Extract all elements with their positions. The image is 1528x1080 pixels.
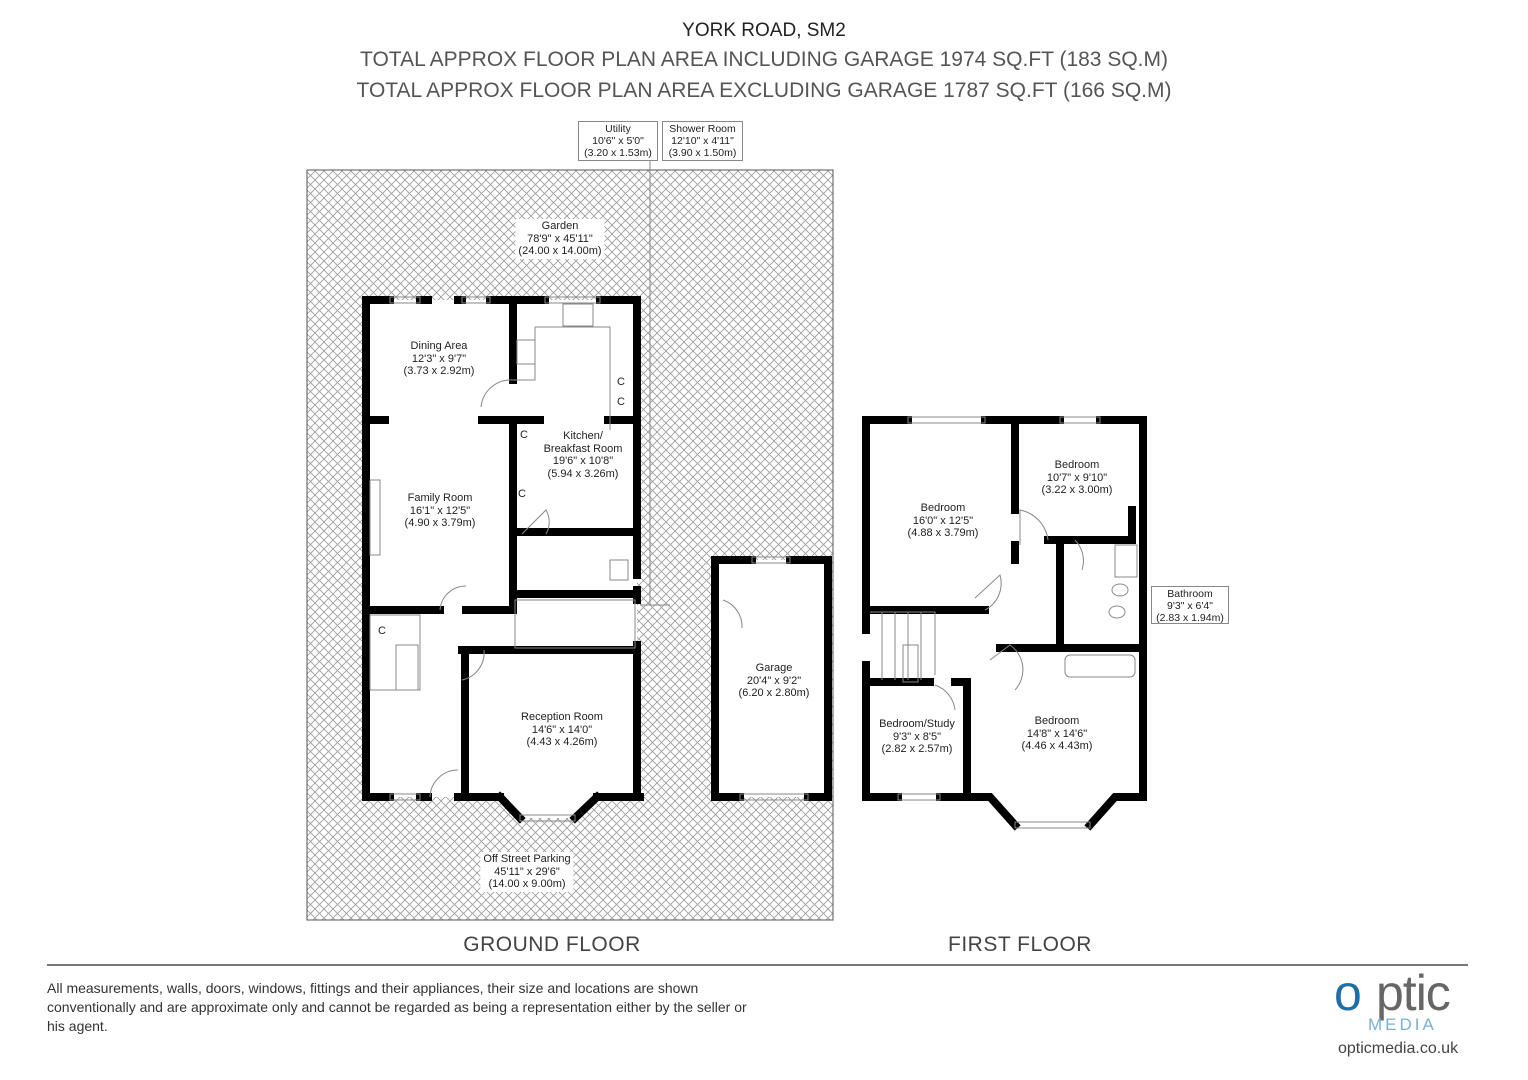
- room-name: Garage: [755, 662, 793, 674]
- room-size-metric: (3.22 x 3.00m): [1041, 484, 1113, 496]
- logo-media: MEDIA: [1368, 1015, 1437, 1034]
- ground-floor-fixtures: [369, 296, 809, 822]
- room-name-2: Breakfast Room: [543, 442, 623, 455]
- room-size-metric: (4.88 x 3.79m): [907, 527, 979, 539]
- room-size-imperial: 9'3" x 8'5": [892, 730, 942, 743]
- garage-interior: [715, 560, 828, 797]
- room-name: Bedroom: [1034, 715, 1080, 727]
- room-size-metric: (4.90 x 3.79m): [404, 517, 476, 529]
- room-name: Bedroom: [920, 502, 966, 514]
- room-size-imperial: 10'6" x 5'0": [592, 135, 644, 147]
- room-size-metric: (14.00 x 9.00m): [488, 878, 566, 890]
- room-label-shower-room: Shower Room 12'10" x 4'11" (3.90 x 1.50m…: [662, 121, 743, 161]
- room-size-imperial: 12'10" x 4'11": [671, 135, 734, 147]
- room-label-bedroom-study: Bedroom/Study 9'3" x 8'5" (2.82 x 2.57m): [879, 718, 955, 756]
- room-name: Shower Room: [669, 123, 736, 135]
- room-label-reception-room: Reception Room 14'6" x 14'0" (4.43 x 4.2…: [521, 711, 603, 749]
- optic-media-logo: o ptic MEDIA: [1334, 965, 1474, 1034]
- room-label-bedroom-1: Bedroom 16'0" x 12'5" (4.88 x 3.79m): [908, 502, 979, 540]
- room-size-imperial: 10'7" x 9'10": [1046, 471, 1108, 484]
- room-name: Utility: [605, 123, 631, 135]
- room-label-garage: Garage 20'4" x 9'2" (6.20 x 2.80m): [739, 662, 810, 700]
- room-size-imperial: 78'9" x 45'11": [527, 232, 593, 245]
- room-size-metric: (4.46 x 4.43m): [1021, 740, 1093, 752]
- room-name: Off Street Parking: [483, 853, 571, 865]
- footer-divider: [47, 964, 1468, 966]
- room-name: Bedroom/Study: [879, 718, 955, 730]
- property-title: YORK ROAD, SM2: [682, 20, 846, 41]
- room-size-imperial: 14'6" x 14'0": [531, 723, 593, 736]
- website-url: opticmedia.co.uk: [1338, 1040, 1459, 1057]
- room-name: Bathroom: [1167, 588, 1213, 600]
- room-size-imperial: 20'4" x 9'2": [746, 674, 802, 687]
- disclaimer: All measurements, walls, doors, windows,…: [47, 980, 747, 1034]
- room-size-metric: (24.00 x 14.00m): [518, 245, 602, 257]
- cupboard-mark: C: [518, 488, 526, 500]
- room-name: Garden: [541, 220, 579, 232]
- room-label-family-room: Family Room 16'1" x 12'5" (4.90 x 3.79m): [405, 492, 476, 530]
- ground-floor-interior: [366, 300, 637, 818]
- room-size-metric: (6.20 x 2.80m): [738, 687, 810, 699]
- first-floor-title: FIRST FLOOR: [948, 933, 1092, 956]
- room-label-bedroom-2: Bedroom 10'7" x 9'10" (3.22 x 3.00m): [1042, 459, 1113, 497]
- room-label-bathroom: Bathroom 9'3" x 6'4" (2.83 x 1.94m): [1151, 586, 1229, 624]
- room-size-imperial: 9'3" x 6'4": [1167, 600, 1213, 612]
- room-size-metric: (4.43 x 4.26m): [526, 736, 598, 748]
- room-label-off-street-parking: Off Street Parking 45'11" x 29'6" (14.00…: [480, 852, 574, 892]
- first-floor-walls: [862, 416, 1147, 831]
- room-size-imperial: 16'1" x 12'5": [409, 504, 471, 517]
- room-name: Reception Room: [521, 711, 603, 723]
- room-size-metric: (3.90 x 1.50m): [668, 147, 737, 159]
- room-label-dining-area: Dining Area 12'3" x 9'7" (3.73 x 2.92m): [404, 340, 475, 378]
- room-label-kitchen: Kitchen/ Breakfast Room 19'6" x 10'8" (5…: [544, 430, 623, 480]
- room-size-imperial: 19'6" x 10'8": [552, 455, 614, 467]
- first-floor-interior: [866, 420, 1143, 825]
- cupboard-mark: C: [617, 376, 625, 388]
- logo-o: o: [1334, 965, 1362, 1021]
- ground-floor-title: GROUND FLOOR: [463, 933, 641, 956]
- room-size-imperial: 16'0" x 12'5": [912, 514, 974, 527]
- room-name: Bedroom: [1054, 459, 1100, 471]
- area-excluding-garage: TOTAL APPROX FLOOR PLAN AREA EXCLUDING G…: [356, 79, 1172, 102]
- cupboard-mark: C: [378, 625, 386, 637]
- room-name: Family Room: [407, 492, 473, 504]
- room-size-metric: (2.83 x 1.94m): [1156, 612, 1224, 624]
- room-size-metric: (5.94 x 3.26m): [547, 467, 619, 480]
- area-including-garage: TOTAL APPROX FLOOR PLAN AREA INCLUDING G…: [360, 48, 1168, 71]
- room-size-imperial: 45'11" x 29'6": [494, 865, 560, 878]
- cupboard-mark: C: [520, 429, 528, 441]
- ground-floor-walls: [362, 296, 832, 824]
- logo-ptic: ptic: [1376, 965, 1451, 1021]
- room-size-imperial: 12'3" x 9'7": [411, 352, 467, 365]
- room-size-metric: (2.82 x 2.57m): [881, 743, 953, 755]
- room-size-metric: (3.20 x 1.53m): [584, 147, 652, 159]
- room-name: Dining Area: [410, 340, 468, 352]
- first-floor-fixtures: [870, 416, 1138, 829]
- room-size-metric: (3.73 x 2.92m): [403, 365, 475, 377]
- room-size-imperial: 14'8" x 14'6": [1026, 727, 1088, 740]
- room-label-utility: Utility 10'6" x 5'0" (3.20 x 1.53m): [578, 121, 658, 161]
- room-label-bedroom-3: Bedroom 14'8" x 14'6" (4.46 x 4.43m): [1022, 715, 1093, 753]
- cupboard-mark: C: [617, 396, 625, 408]
- room-name: Kitchen/: [563, 430, 603, 442]
- room-label-garden: Garden 78'9" x 45'11" (24.00 x 14.00m): [515, 219, 605, 259]
